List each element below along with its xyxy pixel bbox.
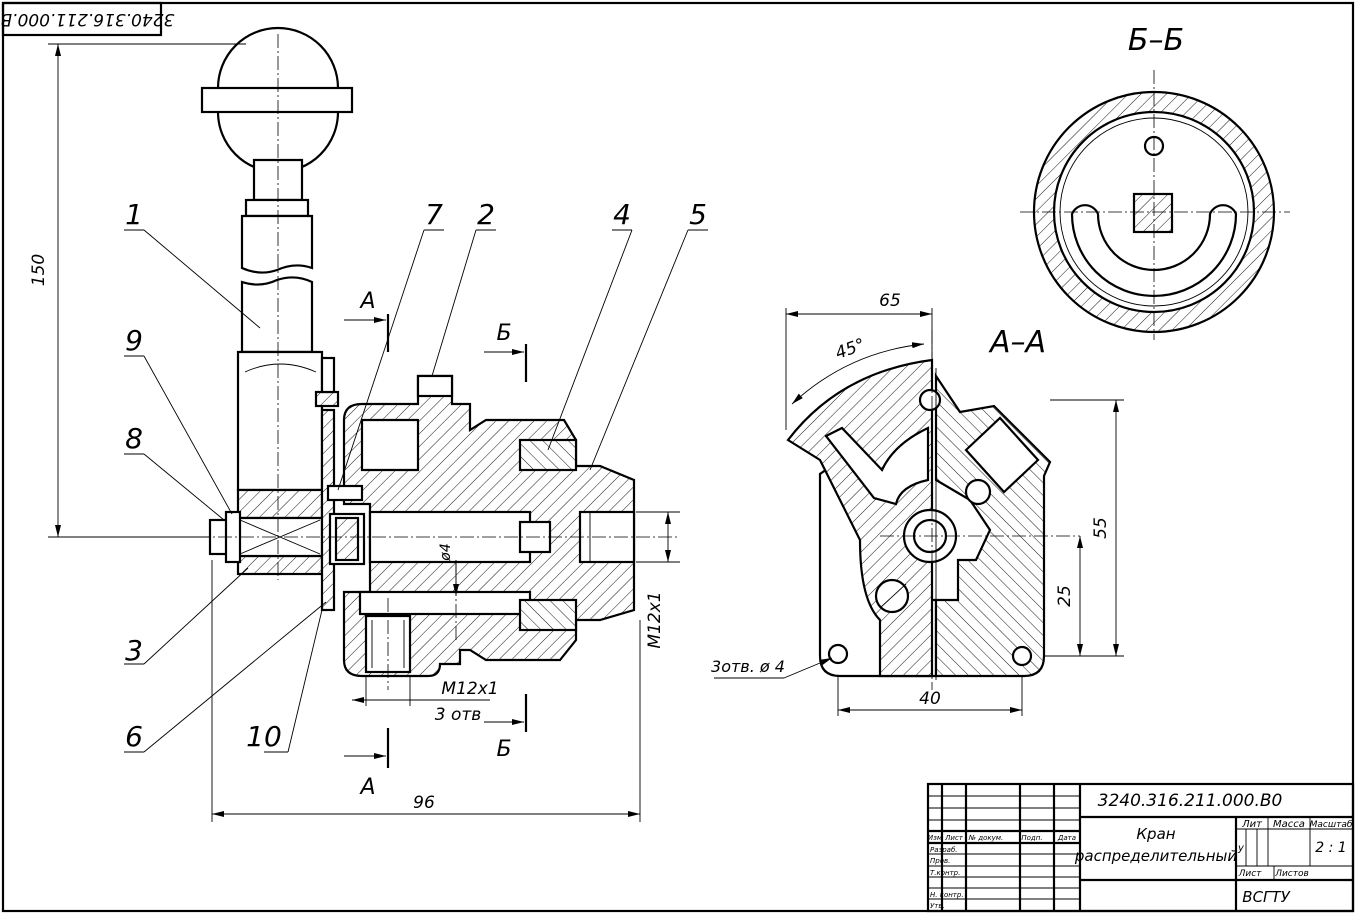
title-designation: 3240.316.211.000.В0 [1098,791,1283,811]
callout-10: 10 [246,720,282,753]
title-row-utv: Утв. [930,902,945,910]
callout-8: 8 [125,422,143,455]
title-col-masshtab: Масштаб [1310,820,1353,830]
title-hdr-izm: Изм [928,834,943,842]
title-lit-value: у [1237,843,1245,854]
main-dimensions: 150 96 M12x1 ø4 M12x1 3 отв [29,43,680,822]
title-sheet: Лист [1238,869,1263,879]
dim-65: 65 [879,291,901,311]
callout-1: 1 [125,198,143,231]
callouts: 1 7 2 4 5 9 8 3 6 10 [124,198,708,753]
title-row-prov: Пров. [930,857,950,865]
title-hdr-podp: Подп. [1021,834,1042,842]
section-aa-title: А–А [988,325,1046,360]
cut-b-top: Б [496,321,511,346]
callout-2: 2 [477,198,495,231]
title-hdr-data: Дата [1057,834,1076,842]
dim-45-deg: 45° [833,335,868,364]
title-row-tkontr: Т.контр. [930,869,960,877]
dim-25: 25 [1055,585,1075,607]
callout-9: 9 [125,324,143,357]
dim-dia4: ø4 [438,543,454,561]
section-aa: А–А 65 45° 55 25 [711,291,1124,716]
cut-a-bottom: А [358,775,375,800]
section-bb-title: Б–Б [1128,23,1184,58]
rotated-stamp: 3240.316.211.000.В0 [0,1,174,37]
title-name-2: распределительный [1074,847,1237,865]
title-scale: 2 : 1 [1315,840,1346,856]
dim-3-holes: 3 отв [435,705,482,725]
title-col-lit: Лит [1241,819,1263,830]
dim-m12-side: M12x1 [645,591,665,648]
title-block: 3240.316.211.000.В0 Кран распределительн… [926,782,1355,913]
title-col-massa: Масса [1273,819,1305,830]
title-hdr-list: Лист [944,834,964,842]
title-sheets: Листов [1274,869,1309,879]
dim-55: 55 [1091,517,1111,539]
callout-6: 6 [125,720,143,753]
cut-a-top: А [358,289,375,314]
title-row-nkontr: Н. контр. [930,891,964,899]
callout-7: 7 [425,198,443,231]
cut-b-bottom: Б [496,737,511,762]
dim-96: 96 [413,793,435,813]
section-bb: Б–Б [1020,23,1290,340]
dim-m12-bottom: M12x1 [441,679,498,699]
dim-3-holes-dia4: 3отв. ø 4 [711,657,785,676]
dim-150: 150 [29,254,49,286]
title-org: ВСГТУ [1242,888,1290,906]
callout-4: 4 [613,198,631,231]
title-name-1: Кран [1136,825,1175,843]
rotated-stamp-text: 3240.316.211.000.В0 [0,9,174,29]
main-view [196,26,680,690]
dim-40: 40 [919,689,941,709]
handle-band [200,86,354,114]
title-hdr-ndokum: № докум. [968,834,1004,842]
title-row-razrab: Разраб. [930,846,958,854]
cut-markers: А А Б Б [344,289,528,800]
callout-5: 5 [689,198,707,231]
callout-3: 3 [125,634,143,667]
